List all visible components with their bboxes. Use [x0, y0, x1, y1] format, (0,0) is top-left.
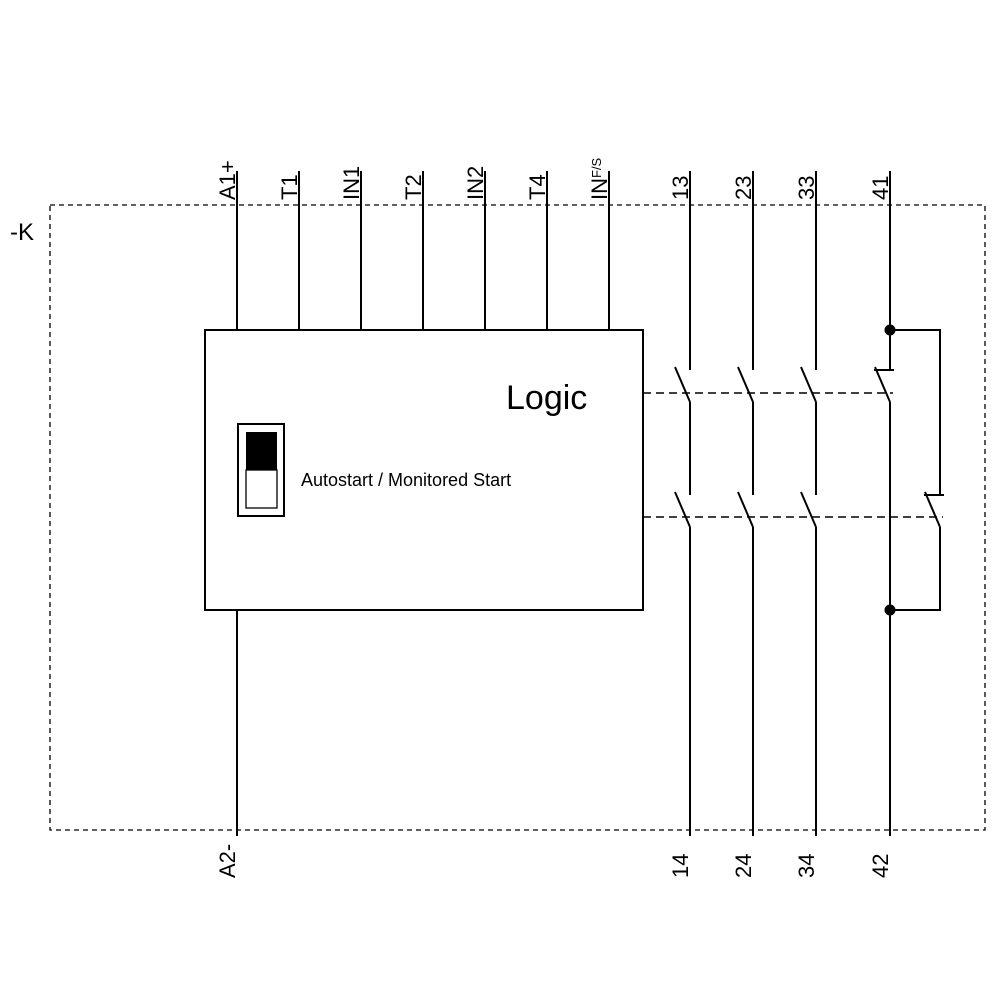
top-terminal-labels: A1+ T1 IN1 T2 IN2 T4 INF/S 13 23 33 41 — [215, 157, 893, 200]
mode-switch-on-segment — [246, 432, 277, 470]
no-contact-14-blade — [674, 491, 691, 528]
terminal-label-42: 42 — [868, 854, 893, 878]
terminal-label-13: 13 — [668, 176, 693, 200]
junction-dot-41-top — [884, 324, 896, 336]
terminal-label-a1: A1+ — [215, 160, 240, 200]
nc-contact-41-blade — [874, 366, 891, 403]
terminal-label-t2: T2 — [401, 174, 426, 200]
terminal-label-t1: T1 — [277, 174, 302, 200]
mode-switch-label: Autostart / Monitored Start — [301, 470, 511, 490]
top-terminal-wires — [236, 171, 891, 370]
no-contact-24-blade — [737, 491, 754, 528]
nc-contact-42-blade — [924, 491, 941, 528]
mode-switch-off-segment — [245, 469, 278, 509]
device-reference-label: -K — [10, 219, 34, 246]
wire-41-branch-top — [890, 329, 941, 495]
terminal-label-a2: A2- — [215, 844, 240, 878]
bottom-terminal-labels: A2- 14 24 34 42 — [215, 844, 893, 878]
no-contact-33-blade — [800, 366, 817, 403]
lower-terminal-wires — [236, 402, 891, 836]
terminal-label-14: 14 — [668, 854, 693, 878]
terminal-label-in-fs: INF/S — [587, 157, 612, 200]
terminal-label-41: 41 — [868, 176, 893, 200]
terminal-label-24: 24 — [731, 854, 756, 878]
mode-switch-icon — [237, 423, 285, 517]
terminal-label-t4: T4 — [525, 174, 550, 200]
no-contact-34-blade — [800, 491, 817, 528]
device-boundary — [49, 204, 986, 831]
logic-title: Logic — [506, 379, 587, 417]
terminal-label-33: 33 — [794, 176, 819, 200]
wire-42-branch-bottom — [890, 527, 941, 611]
mode-switch-frame — [237, 423, 285, 517]
terminal-label-in1: IN1 — [339, 166, 364, 200]
contacts-channel-2 — [674, 491, 944, 528]
no-contact-13-blade — [674, 366, 691, 403]
terminal-label-in2: IN2 — [463, 166, 488, 200]
terminal-label-34: 34 — [794, 854, 819, 878]
junction-dot-42-bottom — [884, 604, 896, 616]
no-contact-23-blade — [737, 366, 754, 403]
terminal-label-23: 23 — [731, 176, 756, 200]
contacts-channel-1 — [674, 366, 894, 403]
